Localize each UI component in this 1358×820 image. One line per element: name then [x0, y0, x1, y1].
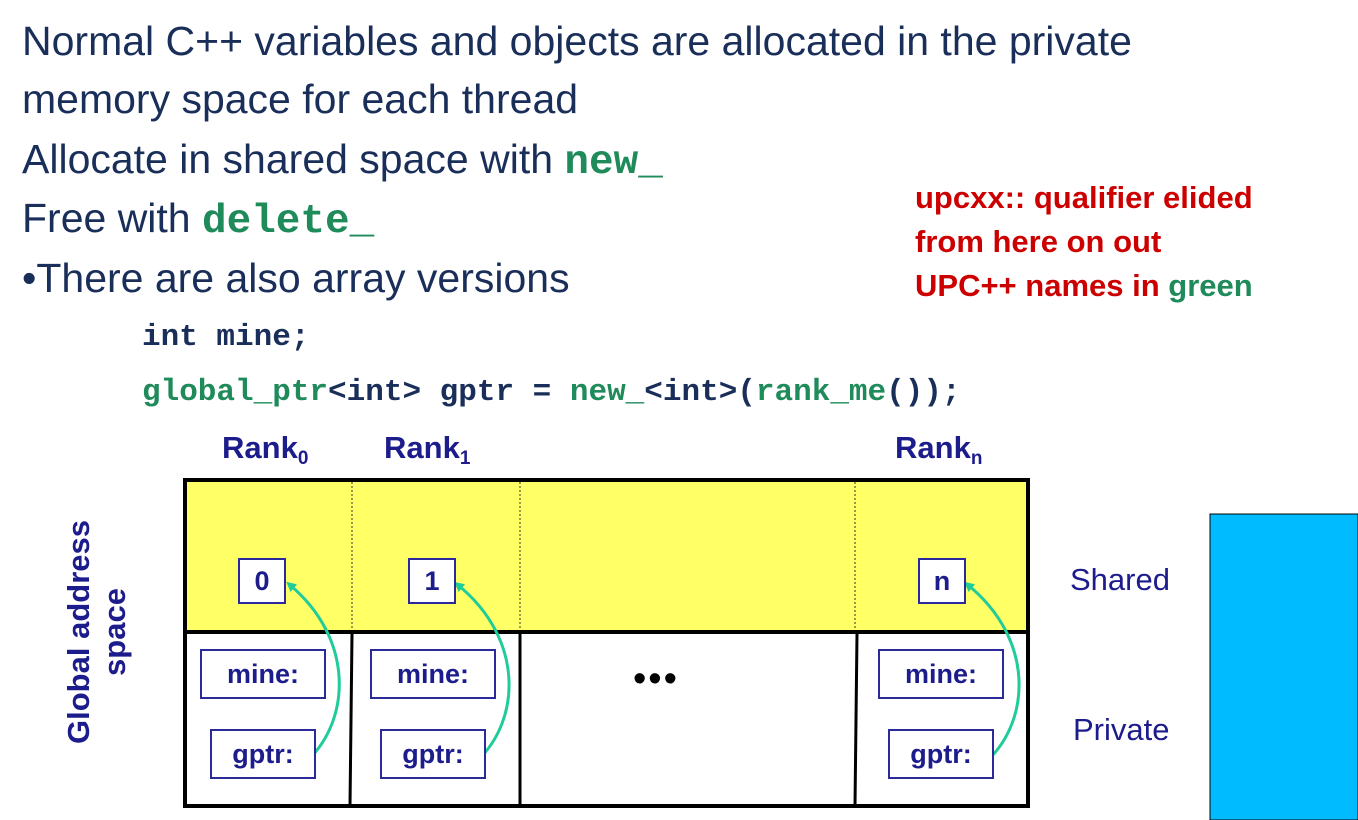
shared-value-1: 1 — [408, 558, 456, 604]
note-green-word: green — [1168, 268, 1253, 303]
rank-n-label: Rankn — [895, 430, 983, 469]
private-bar — [1209, 513, 1358, 820]
private-label: Private — [1073, 712, 1170, 747]
note-line-2: from here on out — [915, 224, 1162, 259]
pointer-arrow-n — [964, 581, 1021, 762]
rank-0-label: Rank0 — [222, 430, 309, 469]
pointer-arrow-0 — [286, 581, 341, 762]
code-line-1: int mine; — [142, 320, 310, 355]
gptr-box-0: gptr: — [210, 729, 316, 779]
mine-box-0: mine: — [200, 649, 326, 699]
global-address-space-label: Global address space — [61, 520, 132, 744]
shared-label: Shared — [1070, 562, 1170, 597]
code-rank-me: rank_me — [755, 375, 887, 410]
bullet-line-1: Normal C++ variables and objects are all… — [22, 18, 1132, 64]
note-line-3: UPC++ names in green — [915, 264, 1253, 308]
delete-keyword: delete_ — [202, 199, 375, 245]
note-line-1: upcxx:: qualifier elided — [915, 180, 1253, 215]
code-new: new_ — [569, 375, 645, 410]
mine-box-1: mine: — [370, 649, 496, 699]
shared-value-0: 0 — [238, 558, 286, 604]
bullet-line-2: memory space for each thread — [22, 76, 579, 122]
bullet-line-5: •There are also array versions — [22, 255, 570, 301]
pointer-arrow-1 — [454, 581, 511, 762]
note-line-3-text: UPC++ names in — [915, 268, 1169, 303]
gptr-box-1: gptr: — [380, 729, 486, 779]
code-line-2: global_ptr<int> gptr = new_<int>(rank_me… — [142, 375, 961, 410]
code-decl: <int> gptr = — [328, 375, 570, 410]
bullet-line-4: Free with delete_ — [22, 195, 374, 245]
rank-1-label: Rank1 — [384, 430, 471, 469]
code-template: <int>( — [644, 375, 756, 410]
gptr-box-n: gptr: — [888, 729, 994, 779]
code-global-ptr: global_ptr — [142, 375, 329, 410]
code-end: ()); — [886, 375, 961, 410]
line-4-text: Free with — [22, 195, 202, 241]
ellipsis: ••• — [633, 658, 679, 700]
bullet-line-3: Allocate in shared space with new_ — [22, 136, 663, 186]
shared-value-n: n — [918, 558, 966, 604]
new-keyword: new_ — [564, 140, 663, 186]
line-3-text: Allocate in shared space with — [22, 136, 565, 182]
mine-box-n: mine: — [878, 649, 1004, 699]
